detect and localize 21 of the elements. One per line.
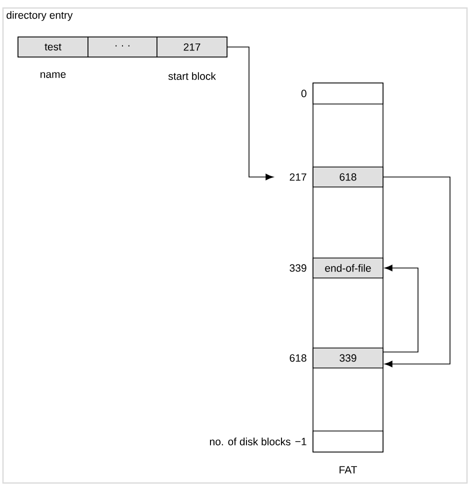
field-caption: name — [40, 72, 66, 78]
record-cell: test — [18, 36, 88, 58]
row-number: 217 — [290, 173, 306, 181]
row-number: 618 — [290, 354, 306, 362]
table-row — [312, 430, 384, 452]
arrow — [227, 46, 274, 180]
row-caption: no. of disk blocks — [210, 438, 290, 446]
record-cell: · · · — [88, 36, 158, 58]
table-row — [312, 82, 384, 104]
node-label: directory entry — [6, 11, 73, 21]
row-number: −1 — [295, 438, 306, 446]
table-row: 339 — [312, 348, 384, 368]
row-number: 0 — [301, 90, 306, 98]
table-row: end-of-file — [312, 258, 384, 278]
arrow — [383, 176, 450, 368]
row-number: 339 — [290, 264, 306, 272]
record-cell: 217 — [156, 36, 228, 58]
arrow — [383, 264, 418, 352]
field-caption: start block — [168, 72, 216, 80]
node-label: FAT — [340, 466, 357, 474]
table-row: 618 — [312, 166, 384, 188]
